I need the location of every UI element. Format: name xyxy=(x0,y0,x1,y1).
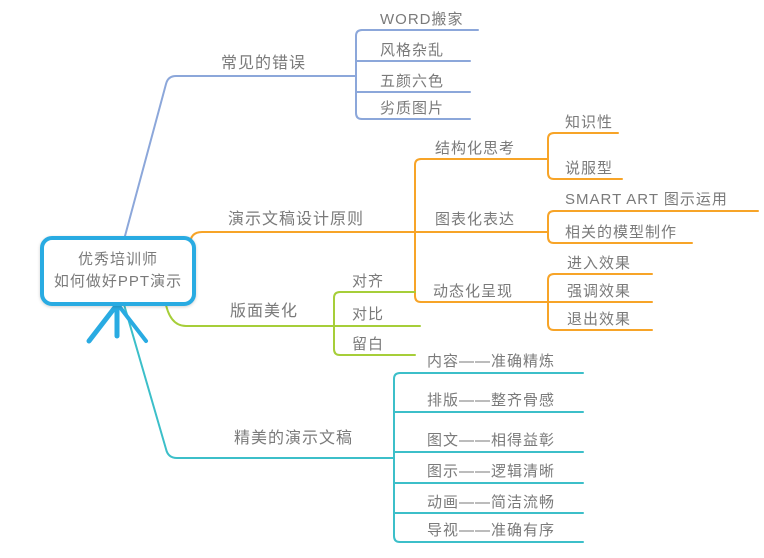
subtopic-animation[interactable]: 动画——简洁流畅 xyxy=(427,494,556,511)
topic-design-principles[interactable]: 演示文稿设计原则 xyxy=(228,211,365,228)
subtopic-structured-thinking[interactable]: 结构化思考 xyxy=(435,140,516,157)
subtopic-diagram[interactable]: 图示——逻辑清晰 xyxy=(427,463,556,480)
easel-tripod-icon xyxy=(86,300,148,344)
root-topic-line1: 优秀培训师 xyxy=(77,251,158,268)
subtopic-typesetting[interactable]: 排版——整齐骨感 xyxy=(427,392,556,409)
subtopic-knowledge-type[interactable]: 知识性 xyxy=(565,114,614,131)
subtopic-guidance[interactable]: 导视——准确有序 xyxy=(427,522,556,539)
root-topic[interactable]: 优秀培训师 如何做好PPT演示 xyxy=(40,236,196,306)
subtopic-entrance-effect[interactable]: 进入效果 xyxy=(567,255,632,272)
topic-layout-beautify[interactable]: 版面美化 xyxy=(230,303,299,320)
subtopic-content[interactable]: 内容——准确精炼 xyxy=(427,353,556,370)
subtopic-too-many-colors[interactable]: 五颜六色 xyxy=(380,73,445,90)
subtopic-smartart-usage[interactable]: SMART ART 图示运用 xyxy=(565,191,728,208)
subtopic-model-making[interactable]: 相关的模型制作 xyxy=(565,224,678,241)
subtopic-align[interactable]: 对齐 xyxy=(352,273,385,290)
subtopic-text-image[interactable]: 图文——相得益彰 xyxy=(427,432,556,449)
subtopic-word-move[interactable]: WORD搬家 xyxy=(380,11,464,28)
subtopic-exit-effect[interactable]: 退出效果 xyxy=(567,311,632,328)
root-topic-line2: 如何做好PPT演示 xyxy=(53,273,183,290)
subtopic-bad-images[interactable]: 劣质图片 xyxy=(380,100,445,117)
subtopic-messy-style[interactable]: 风格杂乱 xyxy=(380,42,445,59)
subtopic-contrast[interactable]: 对比 xyxy=(352,306,385,323)
subtopic-dynamic-presentation[interactable]: 动态化呈现 xyxy=(433,283,514,300)
topic-common-mistakes[interactable]: 常见的错误 xyxy=(221,55,307,72)
subtopic-emphasis-effect[interactable]: 强调效果 xyxy=(567,283,632,300)
subtopic-chart-expression[interactable]: 图表化表达 xyxy=(435,211,516,228)
subtopic-whitespace[interactable]: 留白 xyxy=(352,336,385,353)
topic-excellent-presentation[interactable]: 精美的演示文稿 xyxy=(234,430,354,447)
subtopic-persuasive-type[interactable]: 说服型 xyxy=(565,160,614,177)
